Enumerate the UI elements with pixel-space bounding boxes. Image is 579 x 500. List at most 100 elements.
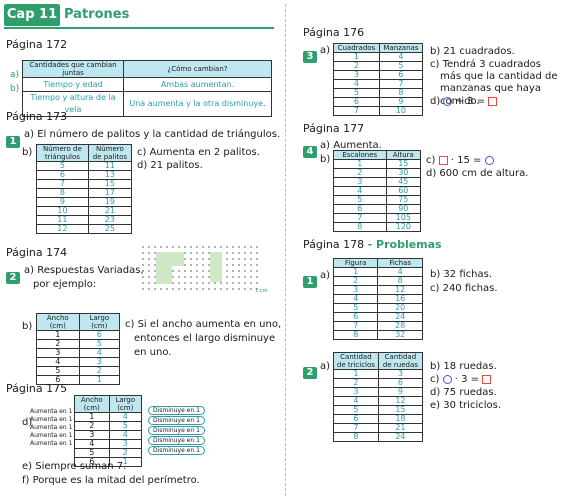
- p174-head-2: Largo (cm): [78, 313, 121, 331]
- p178-1c: c) 240 fichas.: [430, 283, 498, 294]
- p177-c: c) · 15 =: [426, 154, 494, 167]
- table-cell: 1: [108, 457, 143, 467]
- p174-a1: a) Respuestas Variadas,: [24, 265, 144, 276]
- problem-number: 2: [303, 367, 317, 379]
- table-cell: 10: [378, 106, 424, 116]
- rectangle-shape: [210, 252, 222, 282]
- circle-icon: [442, 374, 452, 384]
- p177-a: a) Aumenta.: [320, 140, 382, 151]
- step-label: Aumenta en 1: [30, 408, 73, 415]
- rectangle-shape: [156, 266, 172, 284]
- p178-2e: e) 30 triciclos.: [430, 400, 502, 411]
- p176-b: b) 21 cuadrados.: [430, 46, 515, 57]
- p172-cell: Ambas aumentan.: [123, 77, 272, 92]
- rectangle-shape: [156, 252, 184, 266]
- step-label: Aumenta en 1: [30, 424, 73, 431]
- p178-2a: a): [320, 361, 331, 372]
- page-173-title: Página 173: [6, 110, 68, 123]
- page-177-title: Página 177: [303, 122, 365, 135]
- p176-a: a): [320, 45, 331, 56]
- page-178-title: Página 178 - Problemas: [303, 238, 442, 251]
- p172-cell: Una aumenta y la otra disminuye.: [123, 91, 272, 117]
- p175-e: e) Siempre suman 7.: [22, 461, 127, 472]
- table-cell: 25: [87, 224, 133, 234]
- scale-label: 1 cm: [255, 288, 268, 294]
- p173-c: c) Aumenta en 2 palitos.: [137, 147, 260, 158]
- chapter-badge: Cap 11: [4, 4, 60, 26]
- p178-head2-2: Cantidad de ruedas: [377, 352, 424, 370]
- step-label: Disminuye en 1: [148, 416, 205, 425]
- table-cell: 8: [332, 330, 379, 340]
- circle-icon: [443, 96, 453, 106]
- problem-number: 1: [303, 276, 317, 288]
- p176-d: d) + 3 =: [430, 95, 498, 108]
- header-rule: [4, 27, 274, 29]
- p174-head-1: Ancho (cm): [36, 313, 80, 331]
- p178-2c-op: · 3 =: [454, 374, 480, 385]
- table-cell: 8: [333, 432, 379, 442]
- step-label: Aumenta en 1: [30, 440, 73, 447]
- table-cell: 7: [333, 106, 380, 116]
- p175-head-2: Largo (cm): [108, 395, 143, 413]
- p173-b: b): [22, 147, 33, 158]
- p178-2c-label: c): [430, 374, 440, 385]
- p177-b: b): [320, 154, 331, 165]
- p175-head-1: Ancho (cm): [74, 395, 110, 413]
- p178-2d: d) 75 ruedas.: [430, 387, 497, 398]
- problem-number: 3: [303, 51, 317, 63]
- p178-2c: c) · 3 =: [430, 373, 492, 386]
- p173-head-1: Número de triángulos: [36, 144, 89, 162]
- page-175-title: Página 175: [6, 382, 68, 395]
- p172-marker-a: a): [10, 70, 20, 80]
- page-178-title-suffix: - Problemas: [367, 238, 442, 251]
- step-label: Disminuye en 1: [148, 436, 205, 445]
- table-cell: 1: [78, 375, 121, 385]
- page-178-title-text: Página 178: [303, 238, 365, 251]
- p173-head-2: Número de palitos: [87, 144, 133, 162]
- table-cell: 12: [36, 224, 89, 234]
- page-176-title: Página 176: [303, 26, 365, 39]
- p174-c2: entonces el largo disminuye: [134, 333, 276, 344]
- circle-icon: [484, 155, 494, 165]
- p178-1b: b) 32 fichas.: [430, 269, 492, 280]
- p172-cell: Tiempo y edad: [22, 77, 124, 92]
- p173-a: a) El número de palitos y la cantidad de…: [24, 129, 281, 140]
- problem-number: 4: [303, 146, 317, 158]
- p176-d-label: d): [430, 96, 441, 107]
- square-icon: [482, 374, 492, 384]
- p172-cell: Tiempo y altura de la vela: [22, 91, 124, 117]
- page-174-title: Página 174: [6, 246, 68, 259]
- page-172-title: Página 172: [6, 38, 68, 51]
